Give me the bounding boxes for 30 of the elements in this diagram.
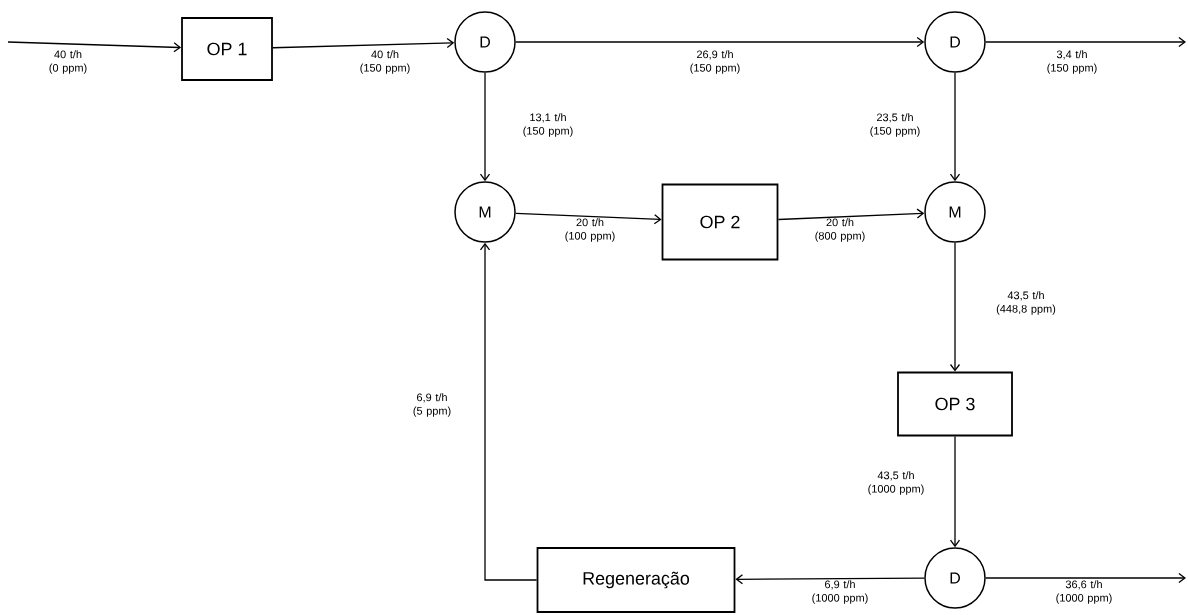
flow-label: 6,9 t/h (1000 ppm) xyxy=(812,580,868,604)
flow-label: 36,6 t/h (1000 ppm) xyxy=(1056,580,1112,604)
flow-arrow xyxy=(777,208,925,221)
flow-arrow xyxy=(949,242,961,372)
flow-arrow xyxy=(515,212,662,225)
flow-label: 40 t/h (150 ppm) xyxy=(360,50,410,74)
flow-arrow xyxy=(7,41,182,53)
flow-label: 40 t/h (0 ppm) xyxy=(49,50,87,74)
flow-label: 3,4 t/h (150 ppm) xyxy=(1047,50,1097,74)
flow-arrow xyxy=(985,572,1186,584)
flow-arrow xyxy=(949,72,961,182)
flow-arrow xyxy=(479,72,491,182)
process-box: Regeneração xyxy=(536,547,736,613)
flow-arrow xyxy=(272,37,455,49)
flow-label: 20 t/h (800 ppm) xyxy=(815,218,865,242)
flow-label: 20 t/h (100 ppm) xyxy=(565,218,615,242)
flow-arrow xyxy=(949,435,961,548)
flow-arrow xyxy=(479,242,538,581)
flow-label: 43,5 t/h (1000 ppm) xyxy=(868,471,924,495)
process-box: OP 1 xyxy=(181,17,273,81)
flow-arrow xyxy=(735,574,925,585)
flow-label: 43,5 t/h (448,8 ppm) xyxy=(996,291,1056,315)
process-box: OP 3 xyxy=(897,371,1013,437)
flow-arrow xyxy=(515,36,925,48)
flow-label: 6,9 t/h (5 ppm) xyxy=(413,393,451,417)
flow-label: 13,1 t/h (150 ppm) xyxy=(523,113,573,137)
flow-arrow xyxy=(985,36,1186,48)
flow-label: 23,5 t/h (150 ppm) xyxy=(870,113,920,137)
process-box: OP 2 xyxy=(661,183,779,261)
flow-label: 26,9 t/h (150 ppm) xyxy=(690,50,740,74)
